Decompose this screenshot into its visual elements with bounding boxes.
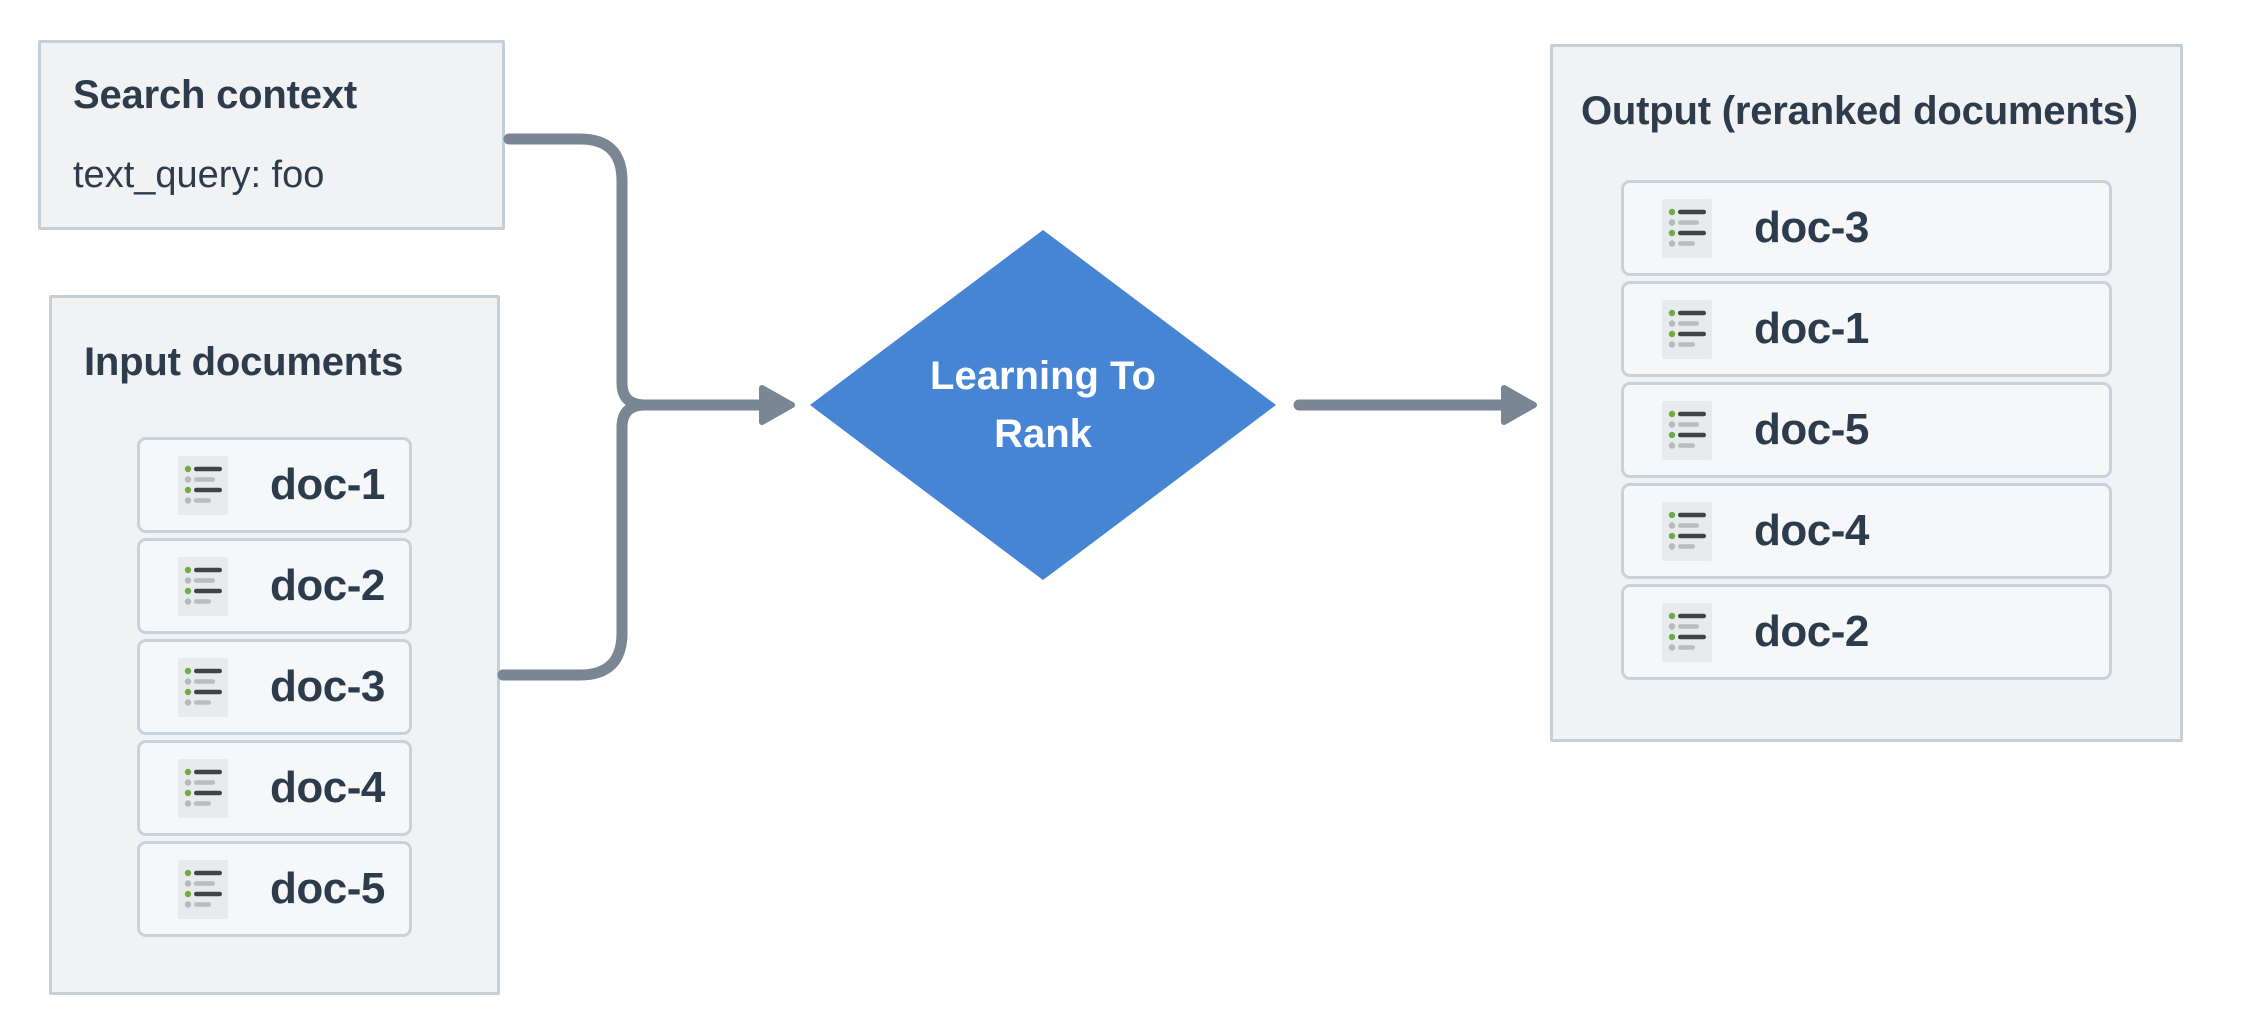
doc-item: doc-2 (137, 538, 412, 634)
list-icon (178, 455, 228, 515)
doc-item: doc-5 (137, 841, 412, 937)
search-context-title: Search context (73, 73, 357, 117)
output-reranked-title: Output (reranked documents) (1581, 89, 2138, 133)
list-icon (1662, 299, 1712, 359)
doc-item-label: doc-2 (270, 561, 385, 610)
merge-arrowhead-icon (759, 385, 795, 425)
doc-item: doc-2 (1621, 584, 2112, 680)
list-icon (1662, 198, 1712, 258)
list-icon (178, 758, 228, 818)
input-documents-panel: Input documents doc-1 (49, 295, 500, 995)
learning-to-rank-node: Learning To Rank (810, 230, 1276, 580)
learning-to-rank-label-line1: Learning To (930, 354, 1156, 398)
doc-item-label: doc-1 (270, 460, 385, 509)
doc-item-label: doc-2 (1754, 607, 1869, 656)
list-icon (1662, 501, 1712, 561)
doc-item-label: doc-3 (270, 662, 385, 711)
input-documents-list: doc-1 doc-2 (137, 437, 412, 937)
doc-item: doc-1 (1621, 281, 2112, 377)
doc-item-label: doc-1 (1754, 304, 1869, 353)
output-documents-list: doc-3 doc-1 (1621, 180, 2112, 680)
doc-item: doc-5 (1621, 382, 2112, 478)
doc-item-label: doc-5 (270, 864, 385, 913)
doc-item: doc-3 (137, 639, 412, 735)
input-documents-title: Input documents (84, 340, 404, 384)
output-reranked-panel: Output (reranked documents) do (1550, 44, 2183, 742)
list-icon (178, 657, 228, 717)
doc-item-label: doc-5 (1754, 405, 1869, 454)
output-arrowhead-icon (1501, 385, 1537, 425)
search-context-branch-line (503, 133, 764, 411)
doc-item: doc-3 (1621, 180, 2112, 276)
doc-item: doc-4 (137, 740, 412, 836)
doc-item: doc-1 (137, 437, 412, 533)
list-icon (1662, 400, 1712, 460)
input-documents-branch-line (497, 399, 651, 681)
list-icon (178, 556, 228, 616)
text-query-value: text_query: foo (73, 154, 325, 196)
search-context-panel: Search context text_query: foo (38, 40, 505, 230)
list-icon (1662, 602, 1712, 662)
doc-item-label: doc-4 (270, 763, 385, 812)
doc-item-label: doc-3 (1754, 203, 1869, 252)
doc-item: doc-4 (1621, 483, 2112, 579)
learning-to-rank-label-line2: Rank (994, 412, 1092, 456)
doc-item-label: doc-4 (1754, 506, 1869, 555)
list-icon (178, 859, 228, 919)
